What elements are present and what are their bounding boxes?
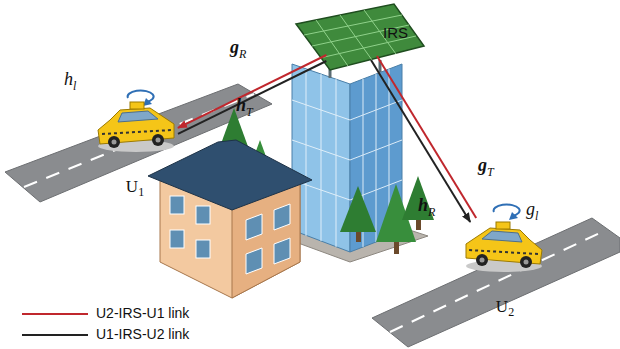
car-icon [462, 220, 548, 274]
legend-text: U2-IRS-U1 link [96, 305, 189, 321]
channel-label: gT [478, 156, 494, 179]
channel-label: gl [526, 200, 538, 223]
device-label: IRS [383, 24, 408, 41]
signal-link [377, 56, 476, 218]
building [292, 64, 350, 252]
channel-label: hl [64, 70, 76, 93]
user-label: U1 [92, 178, 178, 200]
channel-label: hR [418, 196, 435, 219]
loop-arrow [128, 91, 520, 220]
channel-label: hT [236, 96, 253, 119]
channel-label: gR [230, 38, 246, 61]
vehicle-node: U1 [92, 100, 178, 204]
legend-sample [22, 334, 88, 336]
car-icon [92, 100, 178, 154]
tree [340, 176, 434, 254]
legend-text: U1-IRS-U2 link [96, 326, 189, 342]
house [148, 140, 312, 298]
user-label: U2 [462, 298, 548, 320]
signal-link [178, 55, 326, 128]
vehicle-node: U2 [462, 220, 548, 324]
irs-node: IRS [318, 22, 408, 58]
signal-link [371, 60, 470, 222]
signal-link [178, 61, 326, 134]
legend-sample [22, 313, 88, 315]
